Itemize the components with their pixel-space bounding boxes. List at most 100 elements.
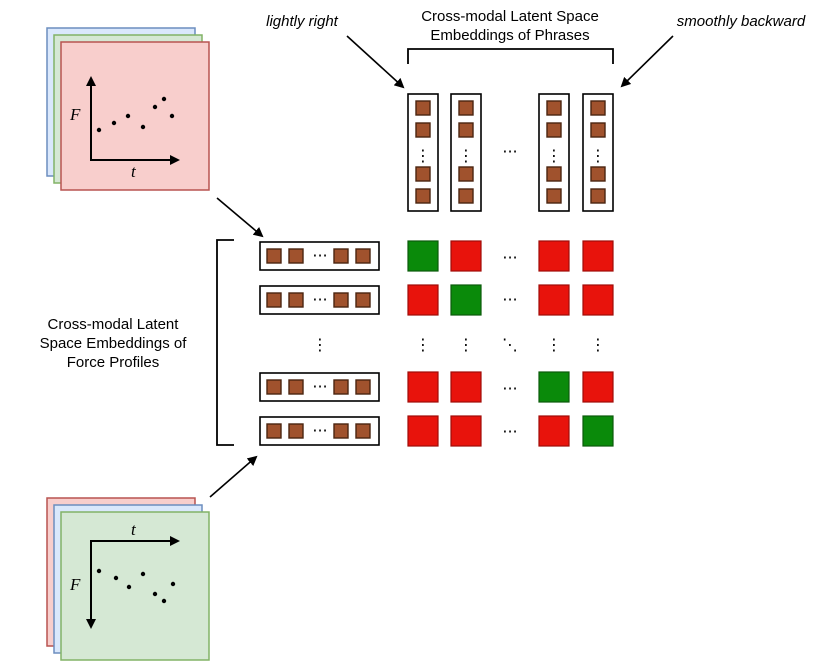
phrase-label-left: lightly right [266, 13, 339, 30]
matrix-row-ellipsis: ⋮ [590, 335, 606, 354]
embedding-token [590, 166, 606, 182]
embedding-token [333, 248, 349, 264]
embedding-token [590, 188, 606, 204]
matrix-cell-mismatch [538, 240, 570, 272]
card-front-green [60, 511, 210, 661]
phrase-embedding-vectors: ⋮ ⋮ ⋮ ⋮ [407, 93, 614, 212]
embedding-token [333, 379, 349, 395]
arrow-bottom-stack-to-embeddings [209, 455, 258, 498]
force-profile-stack-top: F t [46, 27, 210, 191]
data-point [140, 124, 146, 130]
vector-ellipsis: ⋮ [590, 146, 606, 165]
embedding-token [355, 292, 371, 308]
force-profile-stack-bottom: F t [46, 497, 210, 661]
matrix-cell-mismatch [450, 240, 482, 272]
embedding-token [415, 188, 431, 204]
embedding-token [266, 248, 282, 264]
data-point [96, 127, 102, 133]
matrix-row-ellipsis: ⋮ [546, 335, 562, 354]
matrix-cell-match [582, 415, 614, 447]
force-embeddings-label-line3: Force Profiles [67, 354, 160, 371]
embedding-token [288, 423, 304, 439]
embedding-token [546, 100, 562, 116]
matrix-cell-mismatch [407, 284, 439, 316]
vector-ellipsis: ··· [312, 290, 327, 309]
force-plot-bottom: F t [69, 520, 180, 629]
matrix-cell-mismatch [407, 415, 439, 447]
phrase-embeddings-title-line1: Cross-modal Latent Space [421, 8, 599, 25]
vector-ellipsis: ··· [312, 421, 327, 440]
force-embeddings-label-line1: Cross-modal Latent [48, 316, 180, 333]
embedding-token [458, 100, 474, 116]
phrase-embeddings-bracket [407, 48, 614, 64]
y-axis-label: F [69, 105, 81, 124]
embedding-token [288, 292, 304, 308]
embedding-token [458, 122, 474, 138]
matrix-cell-mismatch [538, 284, 570, 316]
embedding-token [266, 379, 282, 395]
matrix-cell-mismatch [407, 371, 439, 403]
embedding-token [333, 423, 349, 439]
force-embeddings-label-line2: Space Embeddings of [40, 335, 188, 352]
phrase-embeddings-title: Cross-modal Latent Space Embeddings of P… [421, 8, 599, 44]
arrow-left-phrase [346, 35, 405, 89]
matrix-cell-mismatch [538, 415, 570, 447]
arrow-top-stack-to-embeddings [216, 197, 264, 238]
data-point [169, 113, 175, 119]
column-ellipsis: ··· [502, 142, 517, 161]
vector-ellipsis: ··· [312, 246, 327, 265]
matrix-cell-mismatch [450, 415, 482, 447]
embedding-token [546, 122, 562, 138]
embedding-token [415, 100, 431, 116]
vector-ellipsis: ⋮ [546, 146, 562, 165]
data-point [125, 113, 131, 119]
matrix-row-ellipsis: ⋮ [415, 335, 431, 354]
embedding-token [266, 292, 282, 308]
embedding-token [355, 379, 371, 395]
x-axis-label: t [131, 162, 137, 181]
data-point [111, 120, 117, 126]
phrase-embedding-vector: ⋮ [407, 93, 439, 212]
data-point [152, 591, 158, 597]
data-point [140, 571, 146, 577]
phrase-embedding-vector: ⋮ [538, 93, 570, 212]
embedding-token [590, 100, 606, 116]
matrix-col-ellipsis: ··· [502, 248, 517, 267]
data-point [161, 96, 167, 102]
embedding-token [415, 166, 431, 182]
matrix-col-ellipsis: ··· [502, 379, 517, 398]
x-axis-label: t [131, 520, 137, 539]
phrase-embedding-vector: ⋮ [450, 93, 482, 212]
matrix-cell-match [538, 371, 570, 403]
embedding-token [415, 122, 431, 138]
force-embedding-vector: ··· [259, 372, 380, 402]
embedding-token [355, 248, 371, 264]
phrase-label-right: smoothly backward [677, 13, 806, 30]
embedding-token [590, 122, 606, 138]
force-embeddings-bracket [216, 239, 234, 446]
phrase-embedding-vector: ⋮ [582, 93, 614, 212]
matrix-col-ellipsis: ··· [502, 290, 517, 309]
force-plot-top: F t [69, 76, 180, 181]
force-embeddings-label: Cross-modal Latent Space Embeddings of F… [40, 316, 188, 371]
force-embedding-vectors: ··· ··· ··· ··· [259, 241, 380, 446]
matrix-col-ellipsis: ··· [502, 422, 517, 441]
vector-ellipsis: ⋮ [415, 146, 431, 165]
data-point [126, 584, 132, 590]
embedding-token [288, 379, 304, 395]
matrix-cell-match [407, 240, 439, 272]
embedding-token [546, 166, 562, 182]
phrase-embeddings-title-line2: Embeddings of Phrases [430, 27, 589, 44]
data-point [170, 581, 176, 587]
data-point [161, 598, 167, 604]
embedding-token [458, 166, 474, 182]
embedding-token [288, 248, 304, 264]
matrix-diag-ellipsis: ⋱ [502, 335, 518, 354]
vector-ellipsis: ··· [312, 377, 327, 396]
matrix-cell-match [450, 284, 482, 316]
data-point [113, 575, 119, 581]
matrix-cell-mismatch [582, 371, 614, 403]
embedding-token [458, 188, 474, 204]
card-front-red [60, 41, 210, 191]
